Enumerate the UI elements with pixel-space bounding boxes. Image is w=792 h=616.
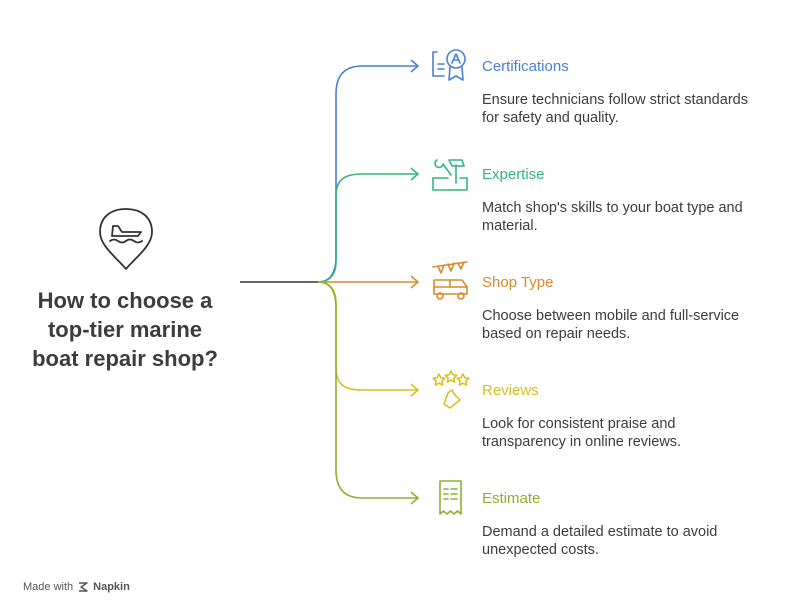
connector-estimate xyxy=(317,281,418,499)
branch-desc-certifications: Ensure technicians follow strict standar… xyxy=(482,91,782,127)
connector-reviews xyxy=(317,281,418,391)
napkin-logo-icon xyxy=(79,582,88,592)
arrowhead-certifications xyxy=(410,59,420,73)
arrowhead-estimate xyxy=(410,491,420,505)
branch-desc-line: Ensure technicians follow strict standar… xyxy=(482,92,748,108)
main-title-line-2: top-tier marine xyxy=(47,317,203,342)
branch-desc-estimate: Demand a detailed estimate to avoid unex… xyxy=(482,523,782,559)
branch-desc-expertise: Match shop's skills to your boat type an… xyxy=(482,199,782,235)
branch-desc-line: based on repair needs. xyxy=(482,326,631,342)
boat-location-pin-icon xyxy=(99,208,153,270)
branch-desc-line: material. xyxy=(482,218,538,234)
footer-brand: Napkin xyxy=(93,581,130,593)
branch-title-expertise: Expertise xyxy=(482,166,545,183)
arrowhead-shop-type xyxy=(410,275,420,289)
main-title: How to choose a top-tier marine boat rep… xyxy=(16,286,234,373)
branch-desc-line: Match shop's skills to your boat type an… xyxy=(482,200,743,216)
footer-watermark: Made with Napkin xyxy=(23,581,130,593)
receipt-icon xyxy=(439,480,462,515)
branch-desc-line: unexpected costs. xyxy=(482,542,599,558)
branch-desc-line: Demand a detailed estimate to avoid xyxy=(482,524,718,540)
branch-title-shop-type: Shop Type xyxy=(482,274,554,291)
branch-title-certifications: Certifications xyxy=(482,58,569,75)
connector-expertise xyxy=(317,173,418,283)
branch-desc-shop-type: Choose between mobile and full-service b… xyxy=(482,307,782,343)
main-title-line-1: How to choose a xyxy=(37,288,213,313)
tools-toolbox-icon xyxy=(432,159,468,191)
arrowhead-expertise xyxy=(410,167,420,181)
branch-title-estimate: Estimate xyxy=(482,490,541,507)
branch-desc-line: Choose between mobile and full-service xyxy=(482,308,740,324)
certificate-badge-icon xyxy=(432,49,466,81)
branch-desc-reviews: Look for consistent praise and transpare… xyxy=(482,415,782,451)
branch-desc-line: Look for consistent praise and xyxy=(482,416,676,432)
stars-rating-icon xyxy=(432,370,470,409)
arrowhead-reviews xyxy=(410,383,420,397)
branch-title-reviews: Reviews xyxy=(482,382,539,399)
branch-desc-line: transparency in online reviews. xyxy=(482,434,682,450)
main-title-line-3: boat repair shop? xyxy=(32,346,218,371)
branch-desc-line: for safety and quality. xyxy=(482,110,619,126)
shop-van-icon xyxy=(432,261,468,300)
footer-made-with: Made with xyxy=(23,581,74,593)
